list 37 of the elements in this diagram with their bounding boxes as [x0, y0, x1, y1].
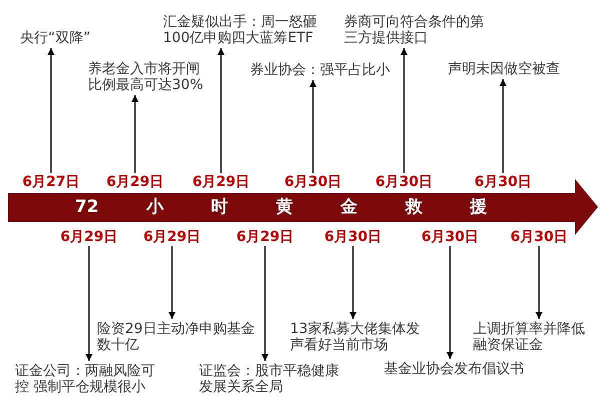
date-label: 6月30日: [421, 229, 479, 245]
arrow: [400, 48, 408, 173]
date-label: 6月30日: [324, 229, 382, 245]
event-text: 13家私募大佬集体发声看好当前市场: [290, 321, 422, 353]
date-label: 6月30日: [284, 174, 342, 190]
arrow: [536, 246, 542, 319]
arrow: [168, 246, 176, 319]
event-text: 央行“双降”: [20, 30, 91, 46]
event-text: 券商可向符合条件的第三方提供接口: [344, 14, 486, 46]
event-text: 证监会：股市平稳健康发展关系全局: [199, 363, 341, 395]
arrow: [262, 246, 268, 361]
date-label: 6月30日: [510, 229, 568, 245]
arrow: [310, 80, 316, 173]
event-text: 汇金疑似出手：周一怒砸100亿申购四大蓝筹ETF: [163, 14, 319, 46]
date-label: 6月29日: [60, 229, 118, 245]
arrow: [86, 246, 92, 361]
timeline-title: 72小时黄金救援: [75, 196, 487, 219]
date-label: 6月30日: [474, 174, 532, 190]
date-label: 6月29日: [192, 174, 250, 190]
event-text: 基金业协会发布倡议书: [384, 361, 524, 377]
date-label: 6月30日: [375, 174, 433, 190]
event-text: 券业协会：强平占比小: [250, 62, 390, 78]
arrow: [500, 79, 506, 173]
event-text: 上调折算率并降低融资保证金: [473, 321, 597, 353]
event-text: 险资29日主动净申购基金数十亿: [97, 321, 259, 353]
arrow: [132, 95, 138, 173]
arrow: [218, 48, 224, 173]
event-text: 养老金入市将开闸比例最高可达30%: [88, 61, 212, 93]
date-label: 6月29日: [106, 174, 164, 190]
event-text: 证金公司：两融风险可控 强制平仓规模很小: [15, 363, 157, 395]
arrow: [350, 246, 356, 319]
arrow: [48, 48, 54, 173]
date-label: 6月29日: [236, 229, 294, 245]
date-label: 6月29日: [143, 229, 201, 245]
date-label: 6月27日: [22, 174, 80, 190]
event-text: 声明未因做空被查: [448, 61, 562, 77]
arrow: [446, 246, 454, 359]
